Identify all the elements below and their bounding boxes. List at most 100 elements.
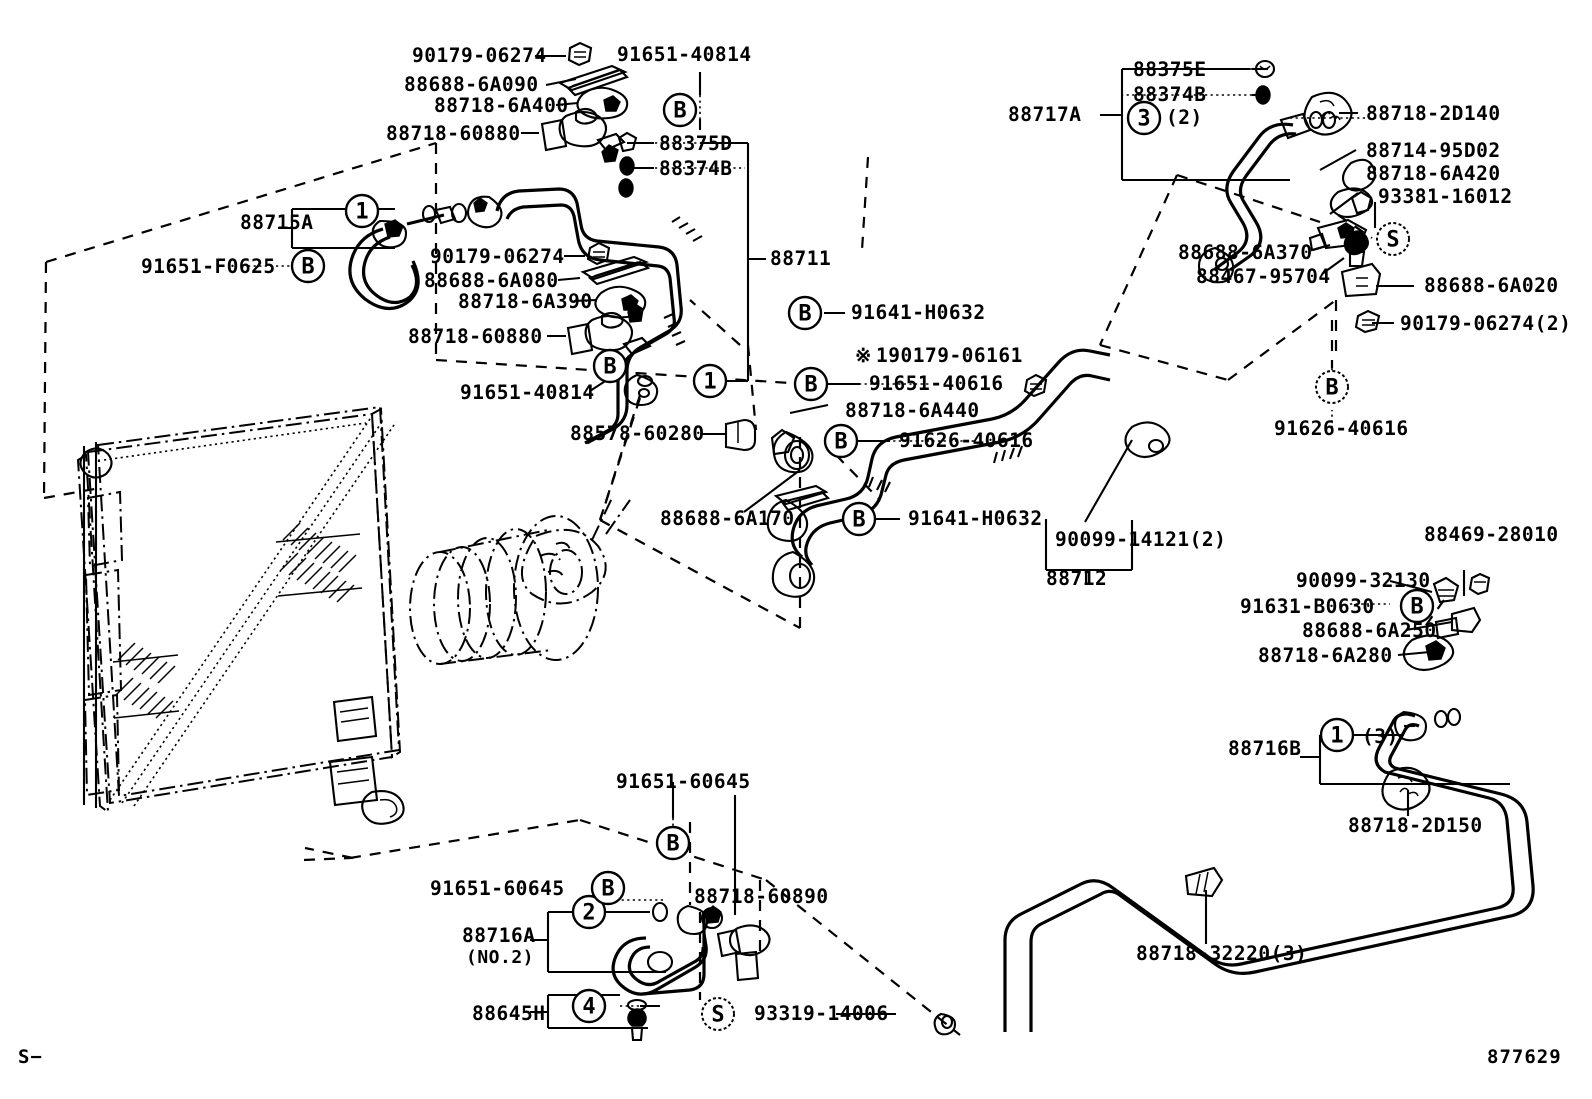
label-91631-B0630: 91631-B0630 — [1240, 595, 1375, 618]
callout-B-91651-60645-top: B — [655, 825, 691, 861]
callout-2-88716A: 2 — [571, 894, 607, 930]
label-qty-2: (2) — [1166, 106, 1203, 129]
label-88718-6A420: 88718-6A420 — [1366, 162, 1501, 185]
hose-88712 — [766, 348, 1171, 598]
label-88688-6A080: 88688-6A080 — [424, 269, 559, 292]
label-88718-60880-mid: 88718-60880 — [408, 325, 543, 348]
svg-text:S: S — [1386, 228, 1399, 253]
tube-88716B — [933, 707, 1535, 1036]
label-88375E: 88375E — [1133, 58, 1207, 81]
callout-B-91641-H0632-top: B — [787, 295, 823, 331]
label-88714-95D02: 88714-95D02 — [1366, 139, 1501, 162]
callout-B-91651-40814-mid: B — [592, 348, 628, 384]
label-91651-60645-left: 91651-60645 — [430, 877, 565, 900]
svg-text:1: 1 — [355, 200, 368, 225]
label-190179-06161: 190179-06161 — [876, 344, 1023, 367]
label-88717A: 88717A — [1008, 103, 1082, 126]
label-91651-60645-top: 91651-60645 — [616, 770, 751, 793]
label-88578-60280: 88578-60280 — [570, 422, 705, 445]
label-91651-F0625: 91651-F0625 — [141, 255, 276, 278]
label-88718-60880-top: 88718-60880 — [386, 122, 521, 145]
label-88645H: 88645H — [472, 1002, 546, 1025]
label-88718-60890: 88718-60890 — [694, 885, 829, 908]
svg-text:B: B — [601, 877, 614, 902]
tube-88715A — [348, 202, 468, 311]
svg-text:B: B — [1410, 595, 1423, 620]
callout-3-88717A: 3 — [1126, 100, 1162, 136]
svg-text:B: B — [804, 373, 817, 398]
label-88716A: 88716A — [462, 924, 536, 947]
label-88374B-left: 88374B — [659, 157, 733, 180]
svg-text:3: 3 — [1137, 107, 1150, 132]
callout-B-91651-60645-left: B — [590, 870, 626, 906]
callout-4-88645H: 4 — [571, 988, 607, 1024]
svg-text:B: B — [673, 99, 686, 124]
svg-text:B: B — [603, 355, 616, 380]
callout-B-91626-40616-mid: B — [823, 423, 859, 459]
callout-1-88711: 1 — [692, 363, 728, 399]
label-93381-16012: 93381-16012 — [1378, 185, 1513, 208]
svg-text:4: 4 — [582, 995, 595, 1020]
callout-B-91651-40616: B — [793, 366, 829, 402]
callout-S-93381-16012: S — [1376, 222, 1410, 256]
svg-text:B: B — [834, 430, 847, 455]
label-90179-06274-qty2: 90179-06274(2) — [1400, 312, 1572, 335]
svg-text:B: B — [301, 255, 314, 280]
svg-text:B: B — [1325, 376, 1338, 401]
label-88688-6A090: 88688-6A090 — [404, 73, 539, 96]
label-88718-6A440: 88718-6A440 — [845, 399, 980, 422]
label-88718-6A390: 88718-6A390 — [458, 290, 593, 313]
label-88375D: 88375D — [659, 132, 733, 155]
label-88688-6A370: 88688-6A370 — [1178, 241, 1313, 264]
callout-B-91651-F0625: B — [290, 248, 326, 284]
callout-B-91631-B0630: B — [1399, 588, 1435, 624]
svg-text:2: 2 — [582, 901, 595, 926]
tube-88717A — [1197, 110, 1337, 284]
label-90099-14121: 90099-14121(2) — [1055, 528, 1227, 551]
svg-text:B: B — [852, 508, 865, 533]
svg-text:B: B — [798, 302, 811, 327]
label-88718-2D140: 88718-2D140 — [1366, 102, 1501, 125]
label-88688-6A170: 88688-6A170 — [660, 507, 795, 530]
small-part-icons — [540, 41, 1491, 1042]
label-88718-2D150: 88718-2D150 — [1348, 814, 1483, 837]
sheet-code: 877629 — [1487, 1046, 1562, 1068]
label-90179-06274-mid: 90179-06274 — [430, 245, 565, 268]
label-91626-40616-mid: 91626-40616 — [899, 429, 1034, 452]
label-88716A-no2: (NO.2) — [466, 947, 535, 968]
label-88718-6A400: 88718-6A400 — [434, 94, 569, 117]
label-91651-40616: 91651-40616 — [869, 372, 1004, 395]
callout-B-91651-40814-top: B — [662, 92, 698, 128]
svg-text:1: 1 — [703, 370, 716, 395]
callout-B-91626-40616-right: B — [1315, 370, 1349, 404]
label-91651-40814-mid: 91651-40814 — [460, 381, 595, 404]
label-88688-6A020: 88688-6A020 — [1424, 274, 1559, 297]
label-91641-H0632-bot: 91641-H0632 — [908, 507, 1043, 530]
label-88688-6A250: 88688-6A250 — [1302, 619, 1437, 642]
svg-text:1: 1 — [1330, 724, 1343, 749]
label-88716B: 88716B — [1228, 737, 1302, 760]
label-88715A: 88715A — [240, 211, 314, 234]
label-88718-32220: 88718-32220(3) — [1136, 942, 1308, 965]
callout-1-88715A: 1 — [344, 193, 380, 229]
compressor-graphic — [409, 497, 631, 665]
label-91626-40616-right: 91626-40616 — [1274, 417, 1409, 440]
label-88469-28010: 88469-28010 — [1424, 523, 1559, 546]
label-93319-14006: 93319-14006 — [754, 1002, 889, 1025]
label-88374B-right: 88374B — [1133, 83, 1207, 106]
callout-1-88716B: 1 — [1319, 717, 1355, 753]
svg-text:S: S — [711, 1003, 724, 1028]
label-88718-6A280: 88718-6A280 — [1258, 644, 1393, 667]
note-mark-190179: ※ — [855, 344, 872, 367]
svg-text:B: B — [666, 832, 679, 857]
label-88712: 88712 — [1046, 567, 1108, 590]
sheet-mark: S− — [18, 1046, 43, 1068]
label-91641-H0632-top: 91641-H0632 — [851, 301, 986, 324]
label-90099-32130: 90099-32130 — [1296, 569, 1431, 592]
callout-S-93319-14006: S — [701, 997, 735, 1031]
hose-88711 — [466, 187, 703, 445]
label-qty-3: (3) — [1362, 725, 1399, 748]
